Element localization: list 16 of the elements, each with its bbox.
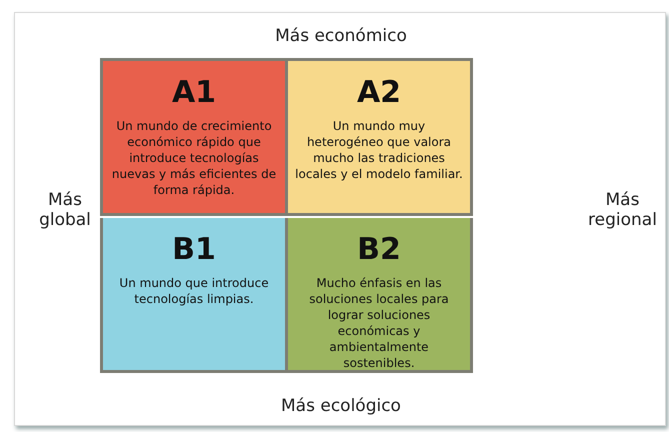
quadrant-box [288,58,473,216]
axis-label: Más económico [274,26,408,46]
quadrant-title: A2 [356,75,402,110]
quadrant-box [100,218,288,373]
axis-label: Más ecológico [280,396,402,416]
quadrant-title: B1 [172,232,216,267]
axis-label: Más regional [587,190,658,230]
quadrant-box [288,218,473,373]
quadrant-title: B2 [357,232,401,267]
quadrant-title: A1 [172,75,216,110]
quadrant-description: Un mundo muy heterogéneo que valora mucho las tradiciones locales y el modelo familiar. [294,118,464,182]
quadrant-description: Un mundo que introduce tecnologías limpias. [118,275,270,307]
axis-label: Más global [38,190,92,230]
quadrant-description: Un mundo de crecimiento económico rápido que introduce tecnologías nuevas y más eficientes de forma rápida. [110,118,278,198]
quadrant-description: Mucho énfasis en las soluciones locales para lograr soluciones económicas y ambientalmente sostenibles. [308,275,450,371]
quadrant-box [100,58,288,216]
